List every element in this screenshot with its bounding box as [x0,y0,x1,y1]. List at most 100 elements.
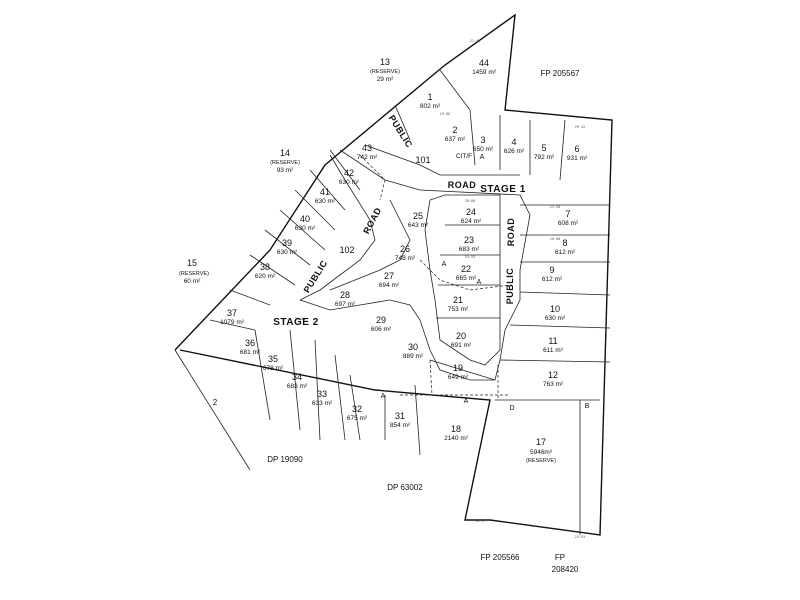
reserve-15-number: 15 [187,258,197,268]
lot-31-area: 854 m² [390,422,411,429]
easement-a-mark-3: A [477,279,482,286]
lot-line [289,329,301,431]
lot-24-area: 624 m² [461,218,482,225]
lot-21-number: 21 [453,295,463,305]
lot-line [349,374,361,441]
lot-4-area: 626 m² [504,148,525,155]
lot-28-area: 697 m² [335,301,356,308]
lot-28-number: 28 [340,290,350,300]
dim-label: 20·00 [550,237,561,241]
reserve-15-area: 60 m² [184,278,201,285]
lot-34-area: 683 m² [287,383,308,390]
stage-1-label: STAGE 1 [480,184,526,195]
lot-38-number: 38 [260,262,270,272]
lot-line [254,329,271,421]
lot-17-label: (RESERVE) [526,458,556,464]
lot-5-number: 5 [541,143,546,153]
lot-39-area: 630 m² [277,249,298,256]
lot-41-area: 630 m² [315,198,336,205]
lot-line [309,169,346,211]
lot-40-number: 40 [300,214,310,224]
easement-line [429,359,433,396]
reserve-14-label: (RESERVE) [270,160,300,166]
reserve-14-area: 93 m² [277,167,294,174]
lot-17-area: 5946m² [530,449,553,456]
lot-4-number: 4 [511,137,516,147]
lot-38-area: 620 m² [255,273,276,280]
neighbour-fp205566: FP 205566 [481,553,521,562]
lot-10-number: 10 [550,304,560,314]
lot-3-cit-mark: CIT/F [456,153,472,160]
dim-label: 21·00 [470,39,481,43]
lot-line [394,104,411,141]
lot-44-area: 1459 m² [472,69,497,76]
dim-label: 21·50 [550,205,561,209]
lot-9-number: 9 [549,265,554,275]
lot-line [414,384,421,456]
lot-42-area: 630 m² [339,179,360,186]
lot-12-number: 12 [548,370,558,380]
lot-3-number: 3 [480,135,485,145]
lot-9-area: 612 m² [542,276,563,283]
lot-line [429,359,496,381]
dim-label: 23·00 [295,317,306,321]
road-inner-edge [364,144,520,176]
lot-21-area: 753 m² [448,306,469,313]
lot-41-number: 41 [320,187,330,197]
lot-10-area: 630 m² [545,315,566,322]
lot-6-number: 6 [574,144,579,154]
lot-43-number: 43 [362,143,372,153]
west-road-edge [299,154,376,301]
lot-26-area: 748 m² [395,255,416,262]
lot-line [499,359,611,363]
lot-17-number: 17 [536,437,546,447]
lot-39-number: 39 [282,238,292,248]
lot-40-area: 630 m² [295,225,316,232]
lot-line [294,189,336,231]
neighbour-fp205567: FP 205567 [541,69,581,78]
neighbour-dp63002: DP 63002 [387,483,423,492]
lot-line [229,289,271,306]
lot-32-number: 32 [352,404,362,414]
lot-19-number: 19 [453,363,463,373]
lot-line [209,319,256,331]
easement-a-mark-4: A [381,393,386,400]
lot-29-number: 29 [376,315,386,325]
lot-line [509,324,611,329]
lot-19-area: 649 m² [448,374,469,381]
lot-23-area: 683 m² [459,246,480,253]
lot-1-number: 1 [427,92,432,102]
easement-line [419,259,511,291]
road-label-top: ROAD [448,180,477,190]
lot-27-number: 27 [384,271,394,281]
lot-8-area: 612 m² [555,249,576,256]
lot-line [334,354,346,441]
dim-label: 28·00 [465,199,476,203]
lot-25-area: 643 m² [408,222,429,229]
road-label-west-public: PUBLIC [302,258,330,294]
lot-line [559,119,566,181]
lot-line [469,109,476,166]
lot-32-area: 675 m² [347,415,368,422]
dim-label: 29·42 [575,125,586,129]
lot-22-number: 22 [461,264,471,274]
reserve-15-label: (RESERVE) [179,271,209,277]
lot-34-number: 34 [292,372,302,382]
lot-line [314,339,321,441]
neighbour-fp208420-line1: FP [555,553,565,562]
lot-1-area: 802 m² [420,103,441,110]
lot-25-number: 25 [413,211,423,221]
road-label-mid: ROAD [361,206,383,236]
neighbour-lot-2: 2 [213,398,218,407]
lot-37-number: 37 [227,308,237,318]
road-label-east-public: PUBLIC [505,268,515,305]
lot-44-number: 44 [479,58,489,68]
lot-35-area: 678 m² [263,365,284,372]
lot-11-number: 11 [548,336,557,346]
lot-37-area: 1079 m² [220,319,245,326]
dim-label: 23·53 [575,535,586,539]
lot-36-area: 681 m² [240,349,261,356]
lot-12-area: 763 m² [543,381,564,388]
inner-block-edge [424,194,501,366]
stage-2-label: STAGE 2 [273,317,319,328]
